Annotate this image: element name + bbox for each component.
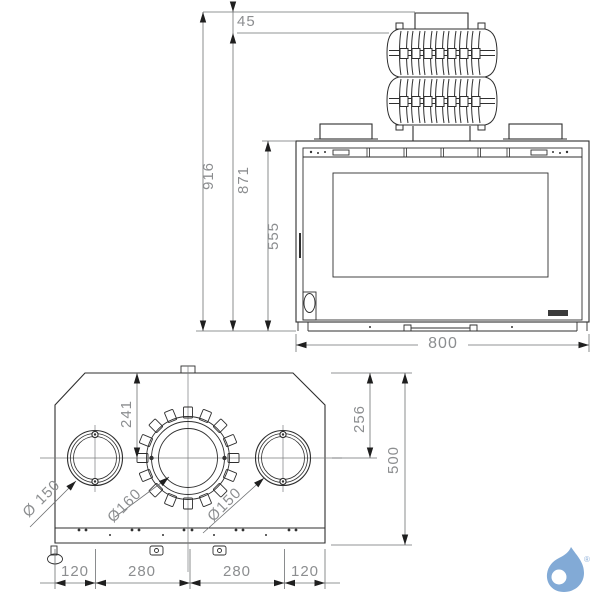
- dim-120-right: 120: [290, 563, 320, 580]
- base-plinth: [297, 322, 588, 332]
- brand-logo-icon: [546, 547, 584, 592]
- heat-exchanger: [387, 22, 497, 131]
- stove-body: [295, 140, 590, 323]
- flue-opening: [136, 406, 240, 510]
- top-view: [40, 365, 342, 572]
- dim-120-left: 120: [60, 563, 90, 580]
- dim-916: 916: [200, 161, 217, 191]
- flue-collar: [412, 126, 471, 141]
- top-view-outline: [54, 372, 326, 544]
- mount-clips: [149, 545, 227, 556]
- dim-256: 256: [351, 404, 368, 434]
- front-arrowheads: [199, 1, 589, 349]
- top-vent-left: [314, 123, 378, 140]
- dim-500: 500: [385, 445, 402, 475]
- front-dimensions: [196, 2, 590, 352]
- flue-pipe: [414, 12, 469, 29]
- door-handle: [302, 291, 317, 321]
- glass-window: [332, 172, 549, 278]
- air-slot-left: [332, 149, 350, 156]
- dim-45: 45: [237, 13, 256, 30]
- registered-mark: ®: [584, 555, 590, 564]
- dim-871: 871: [235, 165, 252, 195]
- dim-280-right: 280: [222, 563, 252, 580]
- top-vent-right: [503, 123, 567, 140]
- air-slot-right: [530, 149, 548, 156]
- dim-280-left: 280: [127, 563, 157, 580]
- front-view: [295, 12, 590, 332]
- band-fasteners: [77, 528, 298, 536]
- brand-plate: [548, 310, 568, 316]
- dim-555: 555: [265, 221, 282, 251]
- outlet-left: [66, 429, 124, 487]
- outlet-right: [254, 429, 312, 487]
- stove-inner-frame: [302, 147, 583, 321]
- dim-800: 800: [418, 335, 468, 353]
- dim-241: 241: [118, 399, 135, 429]
